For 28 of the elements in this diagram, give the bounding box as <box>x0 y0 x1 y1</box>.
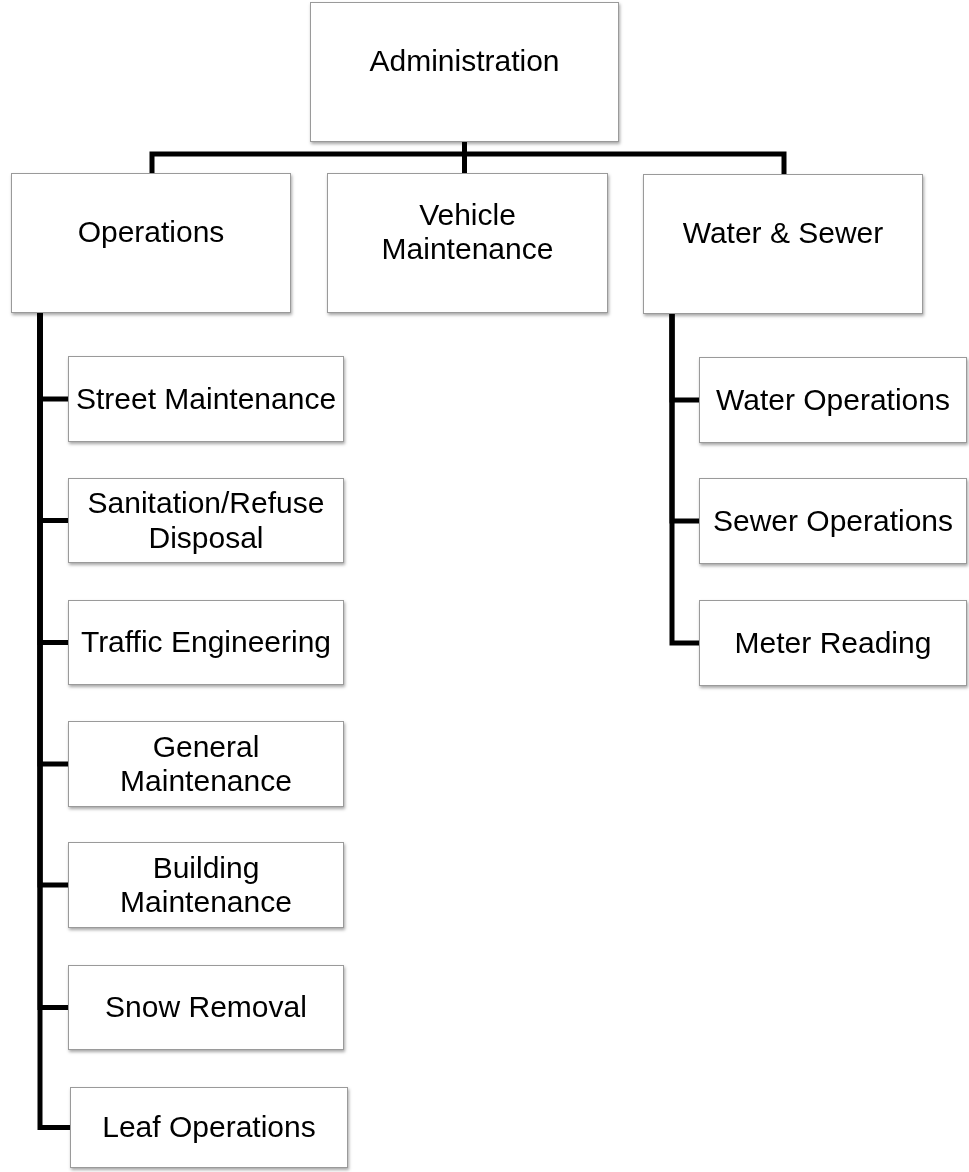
unit-name: Leaf Operations <box>102 1110 316 1145</box>
org-box <box>643 174 923 314</box>
org-box <box>68 478 344 563</box>
unit-name: Water Operations <box>716 382 950 418</box>
org-box <box>11 173 291 313</box>
org-box <box>699 357 967 443</box>
org-box <box>68 965 344 1050</box>
org-box <box>327 173 608 313</box>
unit-name: Sanitation/Refuse Disposal <box>86 486 326 555</box>
org-box <box>68 842 344 928</box>
unit-name: Administration <box>369 43 560 79</box>
unit-name: Traffic Engineering <box>80 625 332 660</box>
unit-name: Sewer Operations <box>712 503 954 539</box>
org-box <box>699 478 967 564</box>
unit-name: General Maintenance <box>119 729 293 799</box>
unit-name: Building Maintenance <box>119 850 293 920</box>
org-box <box>70 1087 348 1168</box>
org-box <box>699 600 967 686</box>
unit-name: Water & Sewer <box>682 215 884 251</box>
unit-name: Operations <box>77 214 225 250</box>
unit-name: Meter Reading <box>734 625 932 661</box>
org-box <box>68 600 344 685</box>
unit-name: Snow Removal <box>105 990 307 1025</box>
org-box <box>68 356 344 442</box>
org-box <box>68 721 344 807</box>
unit-name: Vehicle Maintenance <box>380 197 555 267</box>
org-box <box>310 2 619 142</box>
unit-name: Street Maintenance <box>75 381 337 417</box>
